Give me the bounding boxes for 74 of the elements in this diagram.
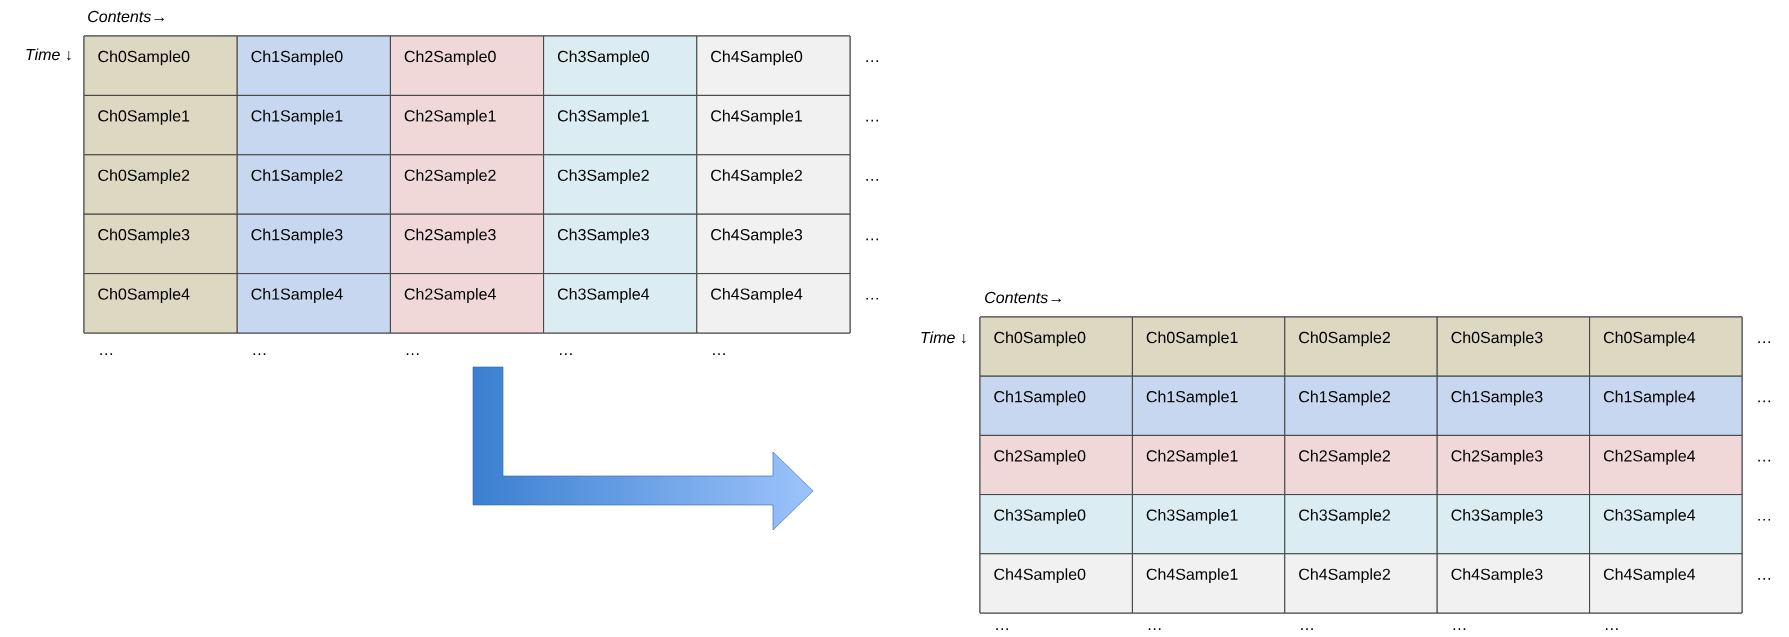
table-cell: Ch4Sample4: [696, 273, 851, 334]
table-cell: Ch2Sample2: [389, 154, 545, 215]
table-cell: Ch4Sample3: [1436, 553, 1591, 614]
table-cell: Ch2Sample0: [389, 35, 545, 96]
ellipsis: …: [406, 353, 419, 355]
ellipsis: …: [1453, 628, 1466, 630]
ellipsis: …: [866, 119, 879, 122]
table-cell: Ch2Sample4: [1589, 434, 1743, 496]
ellipsis: …: [1758, 400, 1771, 403]
table-cell: Ch1Sample2: [236, 154, 391, 215]
ellipsis: …: [560, 353, 572, 355]
table-cell: Ch4Sample0: [696, 35, 851, 96]
table-cell: Ch2Sample0: [979, 434, 1133, 496]
table-cell: Ch3Sample3: [543, 213, 698, 275]
table-cell: Ch4Sample1: [696, 94, 851, 156]
table-cell: Ch4Sample2: [1284, 553, 1438, 614]
table-cell: Ch2Sample3: [389, 213, 545, 275]
ellipsis: …: [1758, 459, 1771, 462]
table-cell: Ch2Sample2: [1284, 434, 1438, 496]
table-cell: Ch3Sample1: [1131, 494, 1286, 555]
ellipsis: …: [1605, 628, 1618, 630]
table-cell: Ch3Sample0: [543, 35, 698, 96]
table-cell: Ch1Sample4: [236, 273, 391, 334]
ellipsis: …: [713, 353, 725, 355]
table-cell: Ch3Sample2: [543, 154, 698, 215]
ellipsis: …: [866, 297, 879, 300]
table-cell: Ch0Sample0: [979, 316, 1133, 377]
table-cell: Ch0Sample0: [83, 35, 238, 96]
table-cell: Ch0Sample3: [1436, 316, 1591, 377]
table-cell: Ch4Sample2: [696, 154, 851, 215]
table-cell: Ch3Sample3: [1436, 494, 1591, 555]
axis-label: Contents→: [985, 291, 1061, 304]
ellipsis: …: [866, 60, 879, 62]
table-cell: Ch2Sample1: [389, 94, 545, 156]
table-cell: Ch1Sample0: [236, 35, 391, 96]
table-cell: Ch1Sample0: [979, 375, 1133, 436]
table-cell: Ch3Sample2: [1284, 494, 1438, 555]
table-cell: Ch3Sample4: [1589, 494, 1743, 555]
ellipsis: …: [1301, 628, 1313, 630]
table-cell: Ch0Sample4: [1589, 316, 1743, 377]
table-cell: Ch1Sample3: [236, 213, 391, 275]
table-cell: Ch3Sample1: [543, 94, 698, 156]
table-cell: Ch0Sample4: [83, 273, 238, 334]
ellipsis: …: [866, 179, 879, 181]
ellipsis: …: [1148, 628, 1161, 630]
table-cell: Ch4Sample1: [1131, 553, 1286, 614]
table-cell: Ch1Sample4: [1589, 375, 1743, 436]
table-cell: Ch0Sample2: [83, 154, 238, 215]
ellipsis: …: [253, 353, 266, 355]
table-cell: Ch0Sample2: [1284, 316, 1438, 377]
ellipsis: …: [1758, 578, 1771, 580]
table-cell: Ch1Sample2: [1284, 375, 1438, 436]
table-cell: Ch4Sample3: [696, 213, 851, 275]
table-cell: Ch0Sample1: [83, 94, 238, 156]
table-cell: Ch0Sample3: [83, 213, 238, 275]
ellipsis: …: [996, 628, 1009, 630]
axis-label: Contents→: [88, 10, 164, 23]
table-cell: Ch4Sample4: [1589, 553, 1743, 614]
axis-label: Time ↓: [26, 48, 71, 61]
table-cell: Ch3Sample0: [979, 494, 1133, 555]
table-cell: Ch2Sample4: [389, 273, 545, 334]
table-cell: Ch1Sample3: [1436, 375, 1591, 436]
ellipsis: …: [1758, 518, 1771, 521]
table-cell: Ch0Sample1: [1131, 316, 1286, 377]
table-cell: Ch1Sample1: [1131, 375, 1286, 436]
table-cell: Ch3Sample4: [543, 273, 698, 334]
ellipsis: …: [100, 353, 113, 355]
ellipsis: …: [1758, 341, 1771, 343]
ellipsis: …: [866, 238, 879, 241]
table-cell: Ch2Sample3: [1436, 434, 1591, 496]
axis-label: Time ↓: [921, 331, 966, 344]
table-cell: Ch1Sample1: [236, 94, 391, 156]
table-cell: Ch2Sample1: [1131, 434, 1286, 496]
table-cell: Ch4Sample0: [979, 553, 1133, 614]
